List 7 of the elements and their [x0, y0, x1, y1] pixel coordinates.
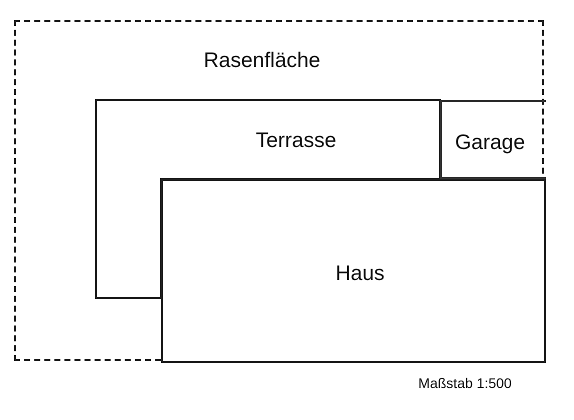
scale-note: Maßstab 1:500 — [418, 375, 512, 391]
area-label: Terrasse — [256, 129, 336, 153]
lawn-area — [14, 20, 544, 361]
area-label: Rasenfläche — [204, 49, 320, 73]
house-area — [161, 179, 546, 363]
area-label: Garage — [454, 131, 526, 155]
area-label: Haus — [335, 262, 385, 286]
